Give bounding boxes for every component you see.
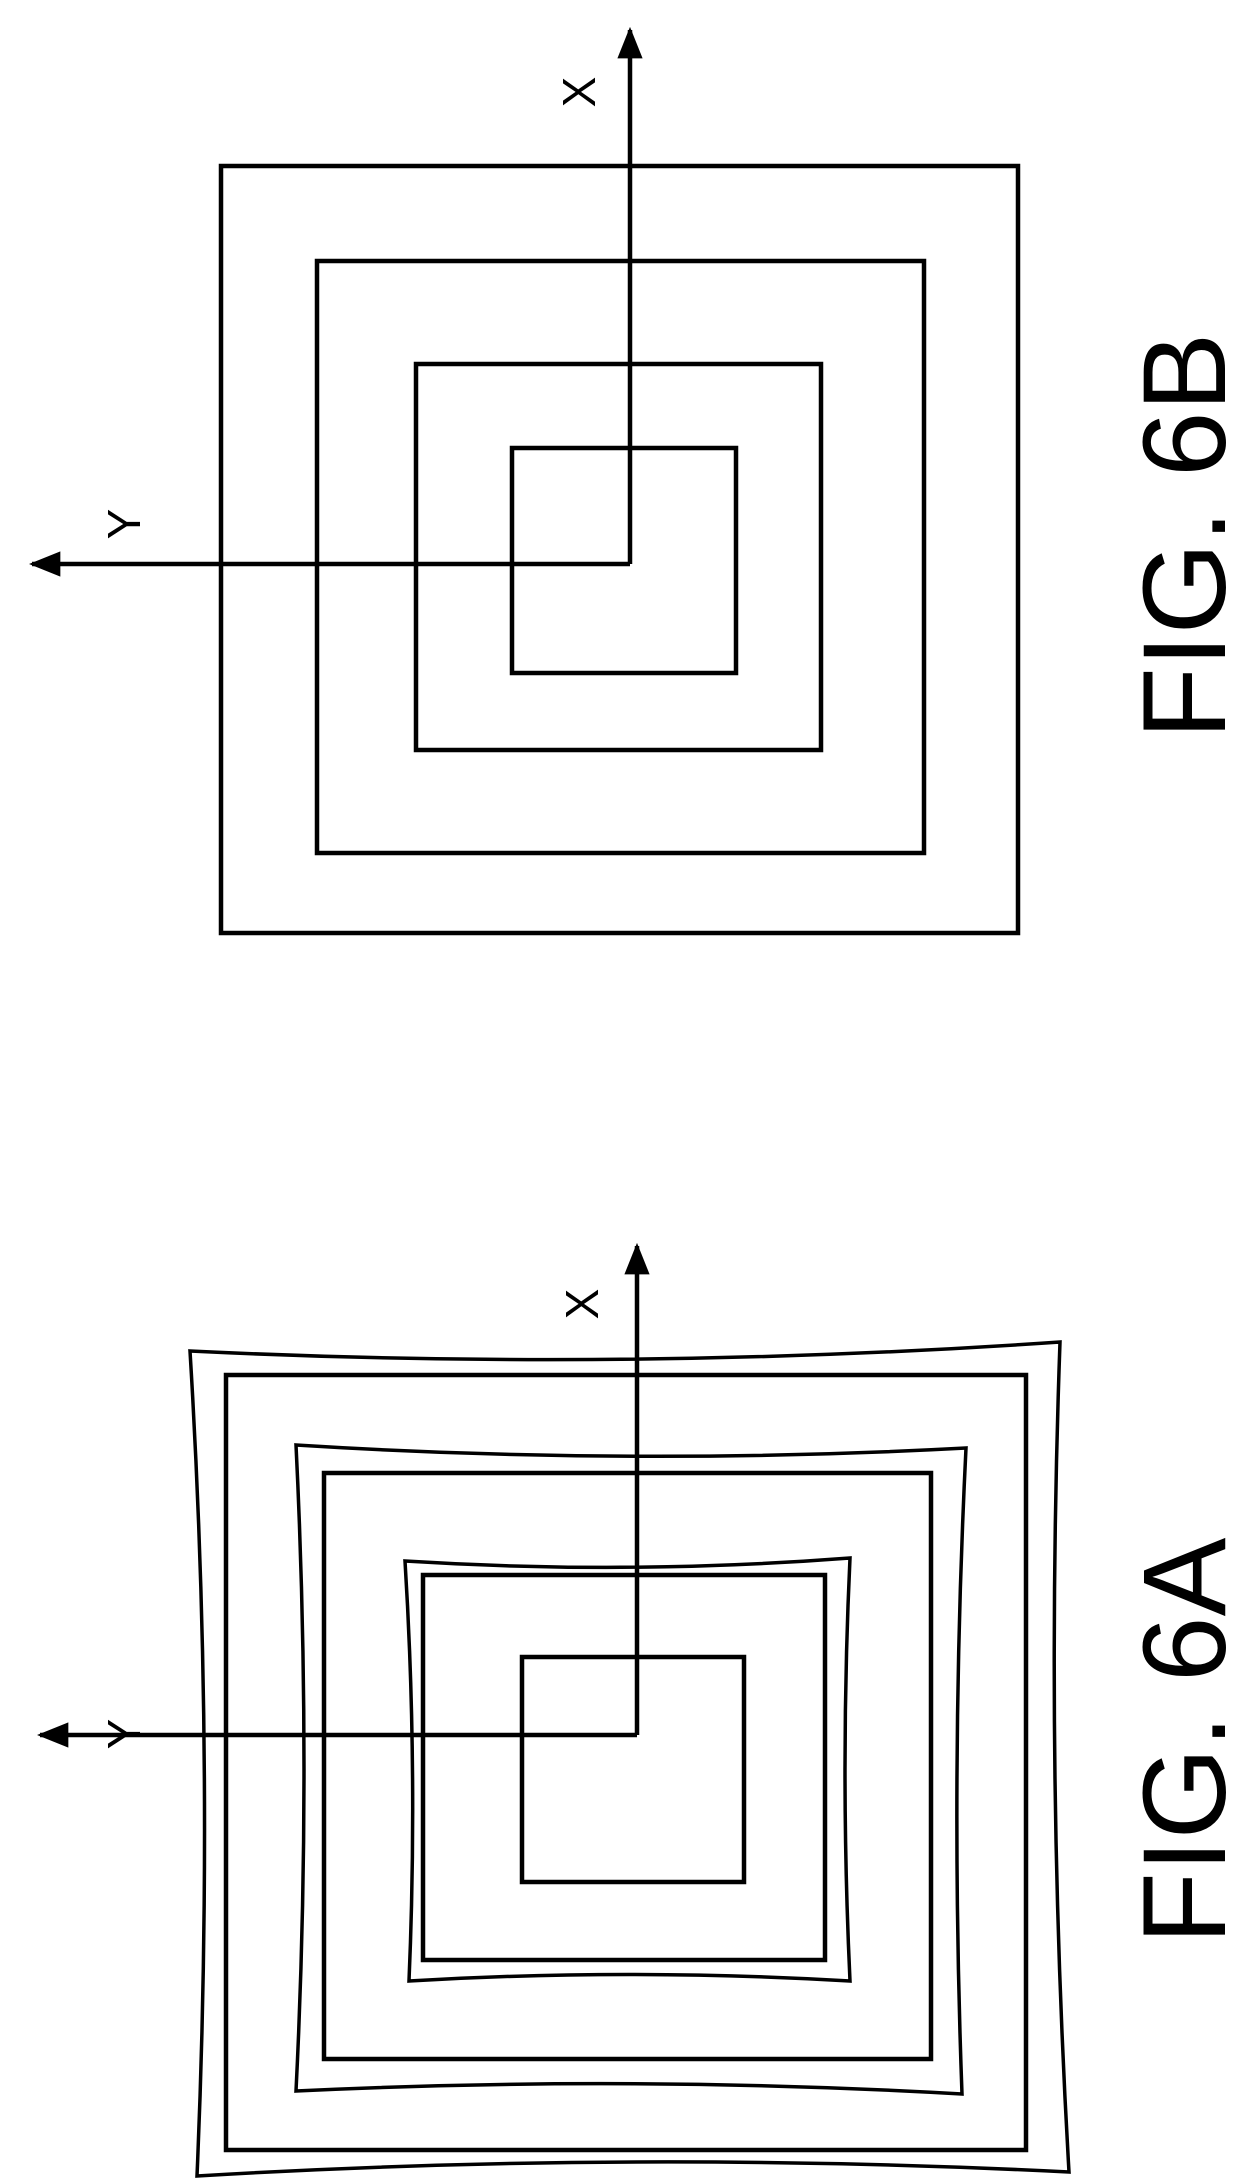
- x-axis-label: X: [556, 1289, 608, 1320]
- y-axis-label: Y: [98, 1719, 150, 1750]
- square-third: [420, 1572, 828, 1963]
- x-axis-label: X: [553, 77, 605, 108]
- square-inner: [519, 1654, 747, 1885]
- square-outer: [218, 163, 1021, 936]
- square-second: [314, 258, 927, 856]
- square-third: [413, 361, 824, 753]
- square-inner: [509, 445, 739, 676]
- distorted-square-second: [294, 1443, 968, 2096]
- figure-caption: FIG. 6B: [1119, 333, 1248, 740]
- figure-6b: X Y FIG. 6B: [28, 26, 1248, 936]
- distorted-square-third: [403, 1556, 852, 1983]
- square-second: [321, 1470, 934, 2062]
- square-outer: [223, 1372, 1029, 2153]
- y-axis-label: Y: [98, 509, 150, 540]
- distorted-square-outer: [188, 1340, 1071, 2178]
- figure-caption: FIG. 6A: [1119, 1537, 1248, 1944]
- figure-6a: X Y FIG. 6A: [36, 1242, 1248, 2178]
